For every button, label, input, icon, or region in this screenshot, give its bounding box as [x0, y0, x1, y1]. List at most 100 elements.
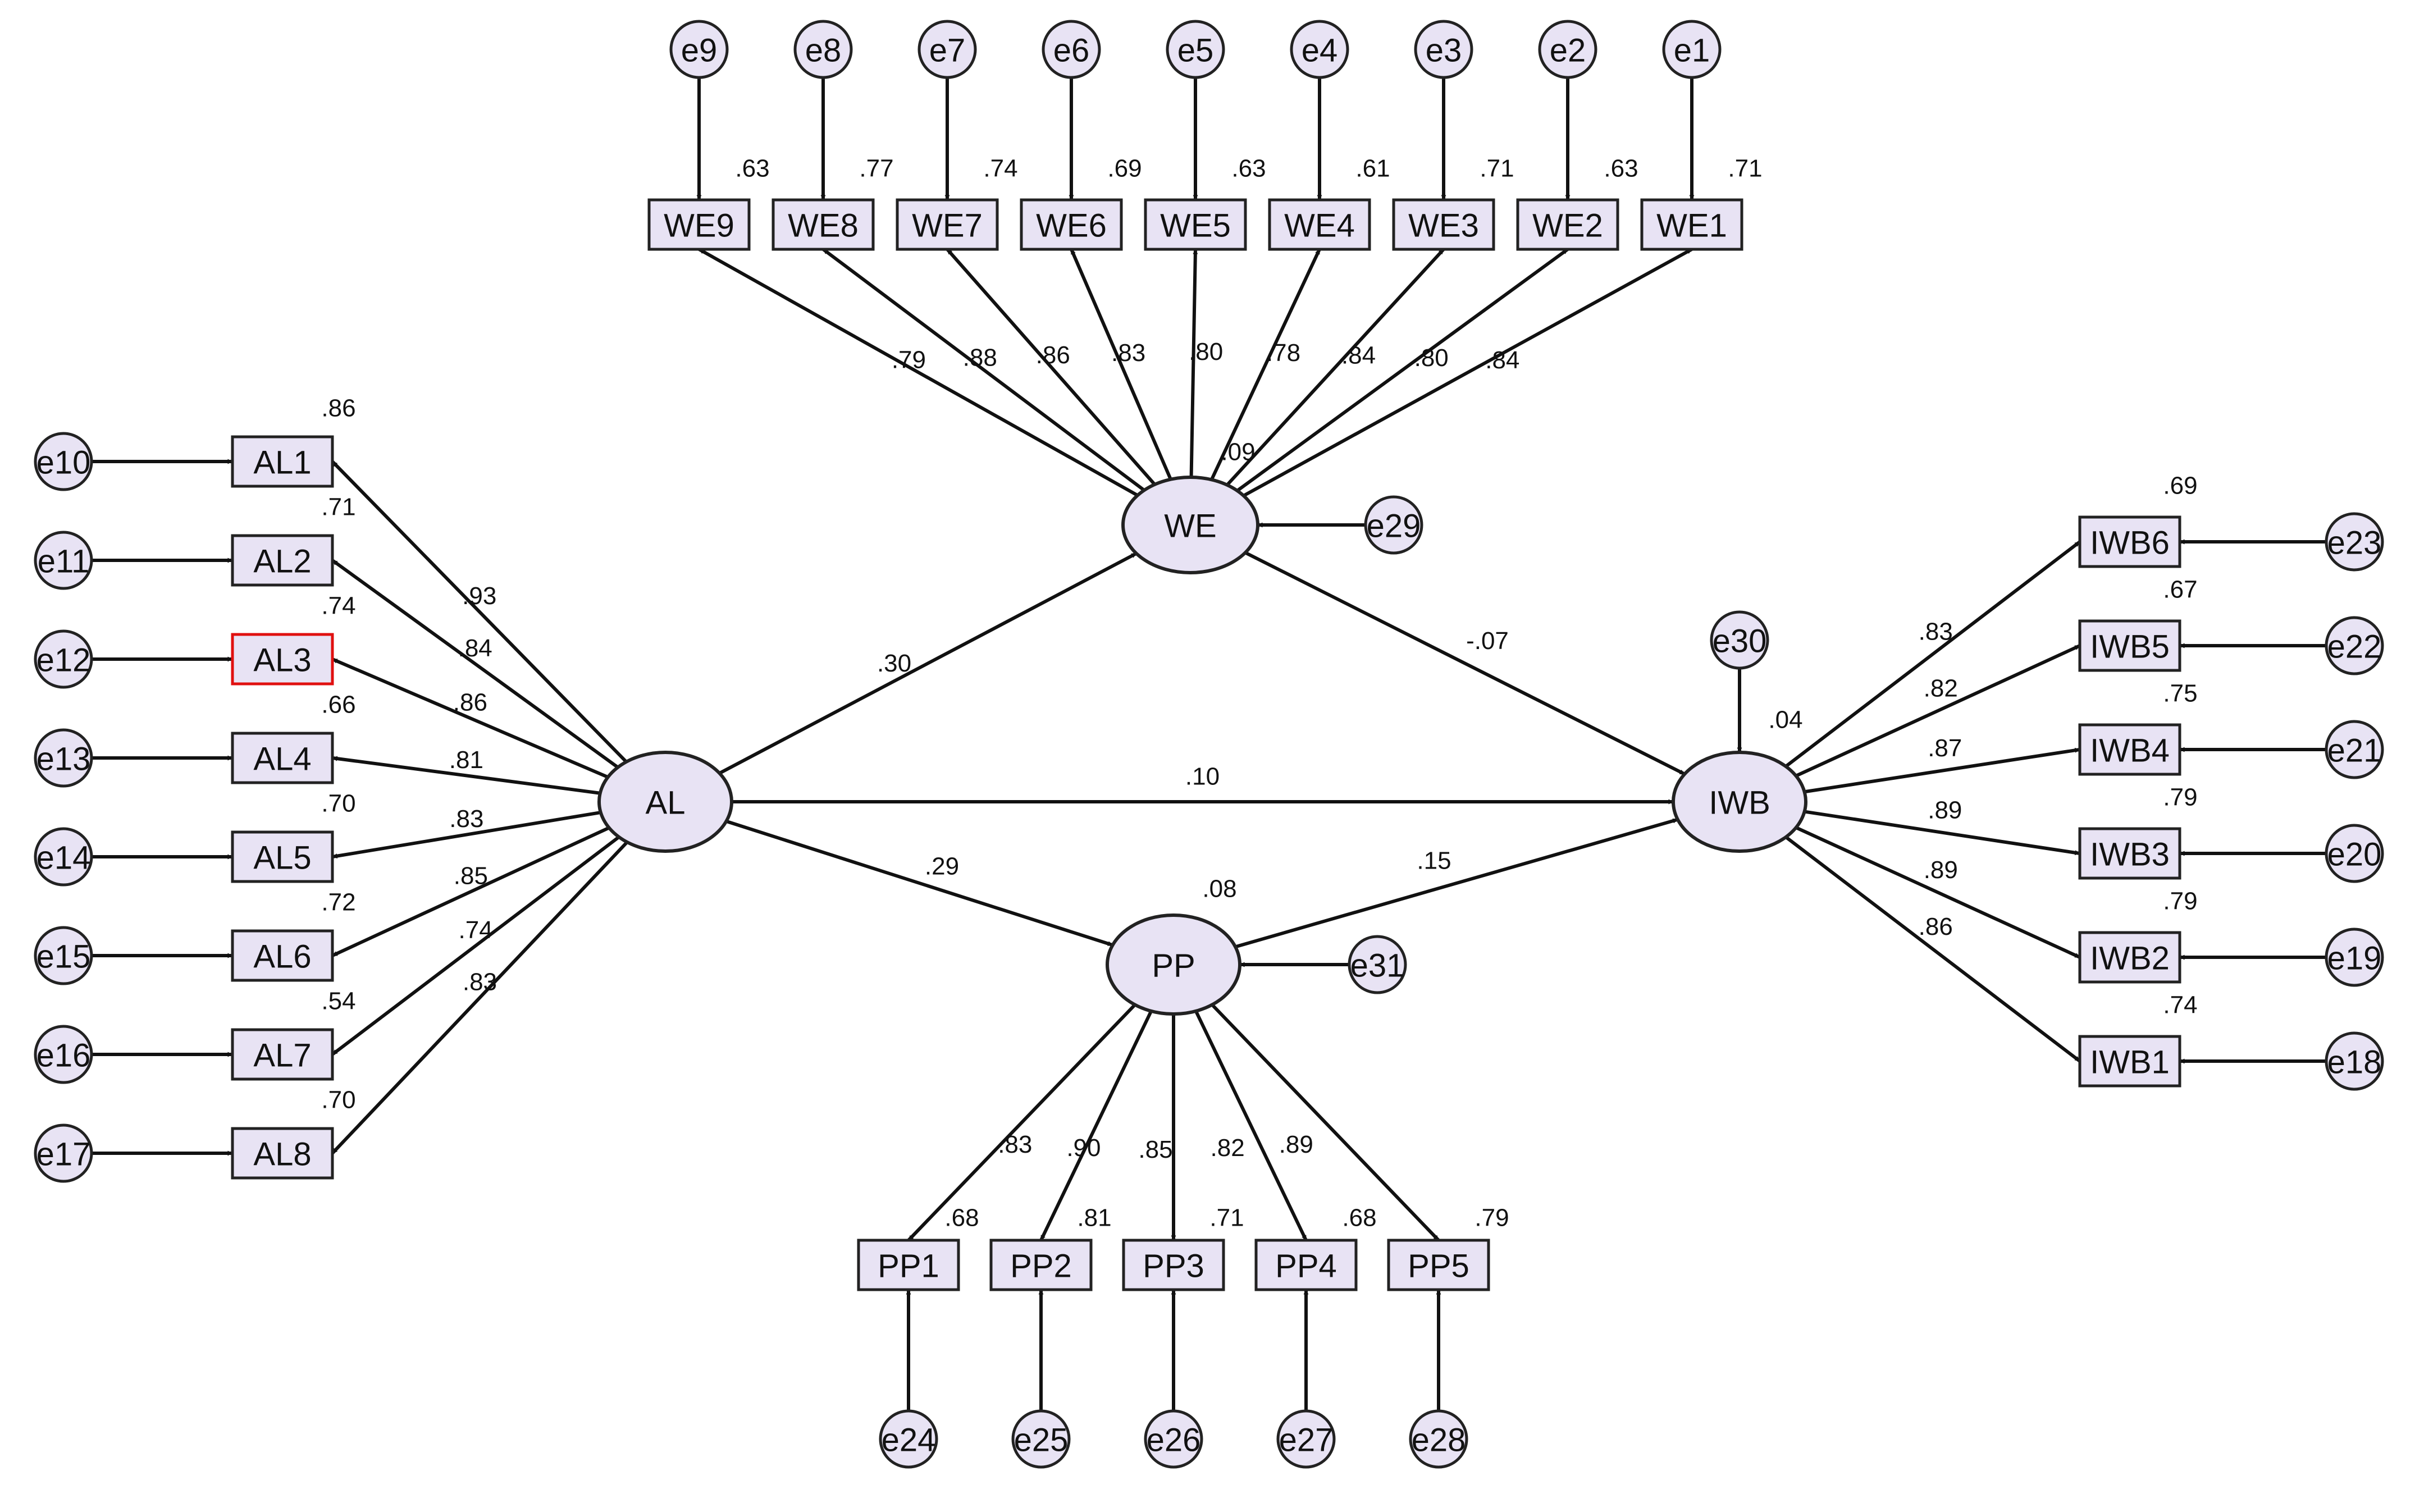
- error-e31[interactable]: [1348, 935, 1407, 994]
- indicator-we8-label: WE8: [788, 208, 859, 244]
- error-e28-label: e28: [1412, 1422, 1466, 1459]
- indicator-pp1[interactable]: [857, 1239, 960, 1291]
- r2-we8: .77: [859, 155, 893, 182]
- indicator-al7[interactable]: [231, 1028, 334, 1081]
- error-e7[interactable]: [917, 20, 977, 79]
- indicator-pp4[interactable]: [1254, 1239, 1358, 1291]
- indicator-al2[interactable]: [231, 534, 334, 587]
- indicator-we5[interactable]: [1144, 198, 1247, 251]
- loading-path-iwb3: [1804, 810, 2080, 856]
- loading-path-pp5: [1211, 1003, 1440, 1242]
- indicator-al4-label: AL4: [253, 741, 311, 778]
- indicator-al4[interactable]: [231, 732, 334, 784]
- r2-al8: .70: [321, 1086, 355, 1114]
- loading-path-we6: [1070, 248, 1172, 480]
- indicator-al7-label: AL7: [253, 1038, 311, 1074]
- error-e11[interactable]: [34, 531, 93, 590]
- indicator-iwb5[interactable]: [2078, 619, 2181, 672]
- error-e18[interactable]: [2325, 1031, 2384, 1091]
- loading-we5: .80: [1189, 338, 1223, 366]
- error-e3[interactable]: [1414, 20, 1473, 79]
- indicator-we9[interactable]: [647, 198, 751, 251]
- loading-pp3: .85: [1138, 1136, 1172, 1163]
- error-e30[interactable]: [1710, 610, 1769, 670]
- error-e27-label: e27: [1279, 1422, 1334, 1459]
- error-e13[interactable]: [34, 728, 93, 788]
- error-e4[interactable]: [1290, 20, 1349, 79]
- indicator-pp5[interactable]: [1387, 1239, 1490, 1291]
- loading-we8: .88: [963, 344, 997, 372]
- indicator-iwb2[interactable]: [2078, 931, 2181, 984]
- indicator-we7[interactable]: [896, 198, 999, 251]
- error-e29[interactable]: [1364, 495, 1423, 555]
- r2-pp1: .68: [944, 1204, 979, 1232]
- r2-latent-pp: .08: [1202, 875, 1236, 903]
- error-e10[interactable]: [34, 432, 93, 491]
- error-e21[interactable]: [2325, 720, 2384, 779]
- error-e19-label: e19: [2327, 940, 2382, 977]
- indicator-iwb6[interactable]: [2078, 515, 2181, 568]
- indicator-pp2[interactable]: [989, 1239, 1093, 1291]
- error-e24[interactable]: [879, 1409, 938, 1469]
- latent-iwb-label: IWB: [1709, 785, 1770, 821]
- indicator-we3-label: WE3: [1408, 208, 1479, 244]
- error-e17[interactable]: [34, 1123, 93, 1183]
- error-e22-label: e22: [2327, 629, 2382, 665]
- indicator-we4[interactable]: [1268, 198, 1371, 251]
- loading-al1: .93: [462, 582, 496, 610]
- loading-path-we4: [1210, 248, 1321, 481]
- error-e20[interactable]: [2325, 824, 2384, 883]
- error-e19[interactable]: [2325, 928, 2384, 987]
- indicator-al5[interactable]: [231, 830, 334, 883]
- indicator-iwb3[interactable]: [2078, 827, 2181, 880]
- error-e2[interactable]: [1538, 20, 1597, 79]
- error-e5[interactable]: [1166, 20, 1225, 79]
- error-e1[interactable]: [1662, 20, 1722, 79]
- latent-iwb[interactable]: [1672, 751, 1807, 853]
- indicator-we3[interactable]: [1392, 198, 1495, 251]
- indicator-we1[interactable]: [1640, 198, 1743, 251]
- loading-path-al1: [331, 460, 628, 764]
- indicator-pp3[interactable]: [1122, 1239, 1225, 1291]
- error-e12[interactable]: [34, 629, 93, 689]
- r2-pp4: .68: [1342, 1204, 1376, 1232]
- latent-we[interactable]: [1121, 476, 1259, 574]
- error-e25[interactable]: [1011, 1409, 1071, 1469]
- latent-al[interactable]: [597, 751, 733, 853]
- indicator-al3[interactable]: [231, 633, 334, 686]
- error-e16[interactable]: [34, 1025, 93, 1084]
- indicator-al6[interactable]: [231, 929, 334, 982]
- loading-path-iwb6: [1784, 540, 2081, 768]
- error-e22[interactable]: [2325, 616, 2384, 675]
- indicator-iwb2-label: IWB2: [2090, 940, 2170, 977]
- indicator-al8[interactable]: [231, 1127, 334, 1180]
- loading-al3: .86: [453, 689, 487, 716]
- error-e26[interactable]: [1144, 1409, 1203, 1469]
- indicator-we1-label: WE1: [1656, 208, 1727, 244]
- r2-latent-iwb: .04: [1768, 706, 1802, 734]
- error-e9[interactable]: [669, 20, 729, 79]
- error-e14-label: e14: [36, 840, 91, 876]
- error-e15[interactable]: [34, 926, 93, 985]
- loading-pp2: .90: [1066, 1134, 1101, 1162]
- indicator-we6[interactable]: [1020, 198, 1123, 251]
- indicator-iwb4-label: IWB4: [2090, 733, 2170, 769]
- latent-pp[interactable]: [1106, 913, 1241, 1016]
- loading-path-iwb4: [1804, 747, 2080, 794]
- r2-al7: .54: [321, 988, 355, 1015]
- error-e13-label: e13: [36, 741, 91, 778]
- indicator-iwb4[interactable]: [2078, 723, 2181, 776]
- indicator-al1[interactable]: [231, 435, 334, 488]
- loading-iwb2: .89: [1924, 856, 1958, 884]
- error-e14[interactable]: [34, 827, 93, 887]
- error-e23[interactable]: [2325, 512, 2384, 572]
- error-e8[interactable]: [793, 20, 853, 79]
- error-e27[interactable]: [1276, 1409, 1336, 1469]
- indicator-iwb1[interactable]: [2078, 1035, 2181, 1088]
- error-e28[interactable]: [1409, 1409, 1468, 1469]
- indicator-we8[interactable]: [772, 198, 875, 251]
- error-e6[interactable]: [1042, 20, 1101, 79]
- indicator-we2[interactable]: [1516, 198, 1619, 251]
- indicator-we5-label: WE5: [1160, 208, 1231, 244]
- error-e26-label: e26: [1147, 1422, 1201, 1459]
